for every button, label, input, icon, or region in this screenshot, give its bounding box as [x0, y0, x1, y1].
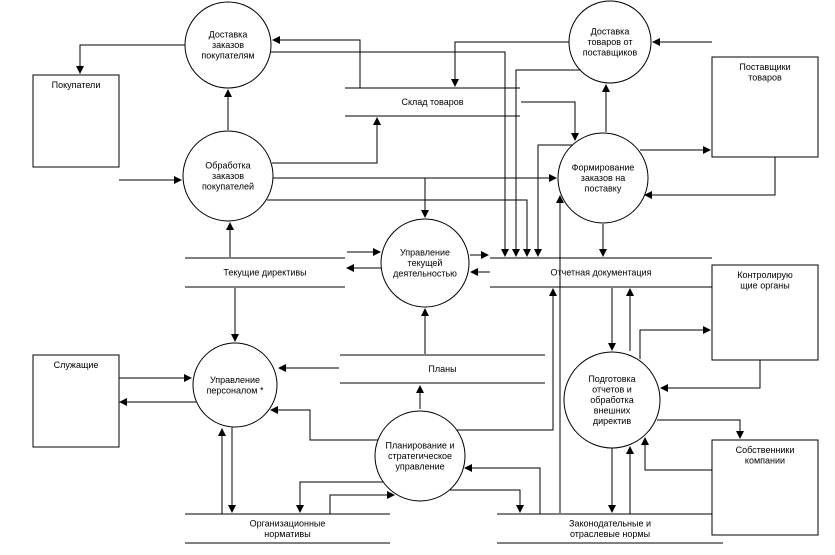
process-circle-reporting[interactable] [563, 351, 661, 449]
data-store-label-plans-store: Планы [428, 364, 456, 374]
flow-warehouse-to-delivery [272, 36, 361, 88]
external-entity-box-buyers[interactable] [32, 74, 120, 168]
flow-planning-to-personnel [270, 406, 378, 441]
data-store-directive-store[interactable]: Текущие директивы [185, 257, 345, 288]
process-circle-planning[interactable] [374, 410, 466, 502]
data-store-report-store[interactable]: Отчетная документация [490, 257, 712, 288]
flow-suppliers-to-forming [644, 157, 776, 199]
flow-owners-to-reporting [641, 437, 712, 471]
flow-planning-to-laws-store [450, 489, 524, 513]
external-entity-buyers[interactable]: Покупатели [32, 74, 120, 168]
external-entity-label-buyers: Покупатели [52, 80, 101, 90]
process-circle-processing[interactable] [182, 130, 274, 222]
external-entity-employees[interactable]: Служащие [32, 354, 120, 448]
flow-reporting-to-regulators [639, 326, 711, 359]
flow-org-store-to-planning [329, 491, 395, 514]
process-circle-current-mgmt[interactable] [380, 218, 470, 308]
flow-delivery-to-buyers [76, 44, 185, 74]
flow-processing-to-warehouse [272, 117, 381, 164]
process-circle-forming[interactable] [557, 132, 649, 224]
flow-reporting-to-owners [657, 419, 744, 439]
external-entity-box-regulators[interactable] [711, 264, 819, 361]
flow-warehouse-to-forming [521, 101, 579, 141]
data-store-plans-store[interactable]: Планы [340, 354, 545, 384]
external-entity-box-owners[interactable] [711, 439, 819, 536]
data-store-label-directive-store: Текущие директивы [223, 268, 306, 278]
flow-supplier-delivery-to-report-store [512, 69, 580, 257]
external-entity-box-suppliers[interactable] [711, 56, 819, 158]
data-store-label-warehouse: Склад товаров [401, 97, 463, 107]
external-entity-box-employees[interactable] [32, 354, 120, 448]
flow-regulators-to-reporting [660, 360, 761, 392]
flow-planning-to-org-store [296, 481, 383, 513]
data-store-label-report-store: Отчетная документация [551, 268, 652, 278]
external-entity-label-employees: Служащие [54, 360, 99, 370]
data-store-warehouse[interactable]: Склад товаров [345, 87, 520, 117]
flow-processing-to-report-store [267, 199, 531, 257]
flow-supplier-delivery-to-warehouse [451, 41, 569, 87]
flow-forming-to-report-store-2 [534, 144, 572, 257]
flow-planning-to-report-store [457, 288, 557, 431]
process-circle-personnel[interactable] [192, 342, 278, 428]
flows-layer [76, 36, 776, 514]
flow-delivery-to-report-store [271, 51, 509, 257]
flow-laws-store-to-planning [464, 464, 541, 514]
process-circle-supplier-delivery[interactable] [568, 0, 652, 84]
process-circle-delivery[interactable] [184, 1, 272, 89]
